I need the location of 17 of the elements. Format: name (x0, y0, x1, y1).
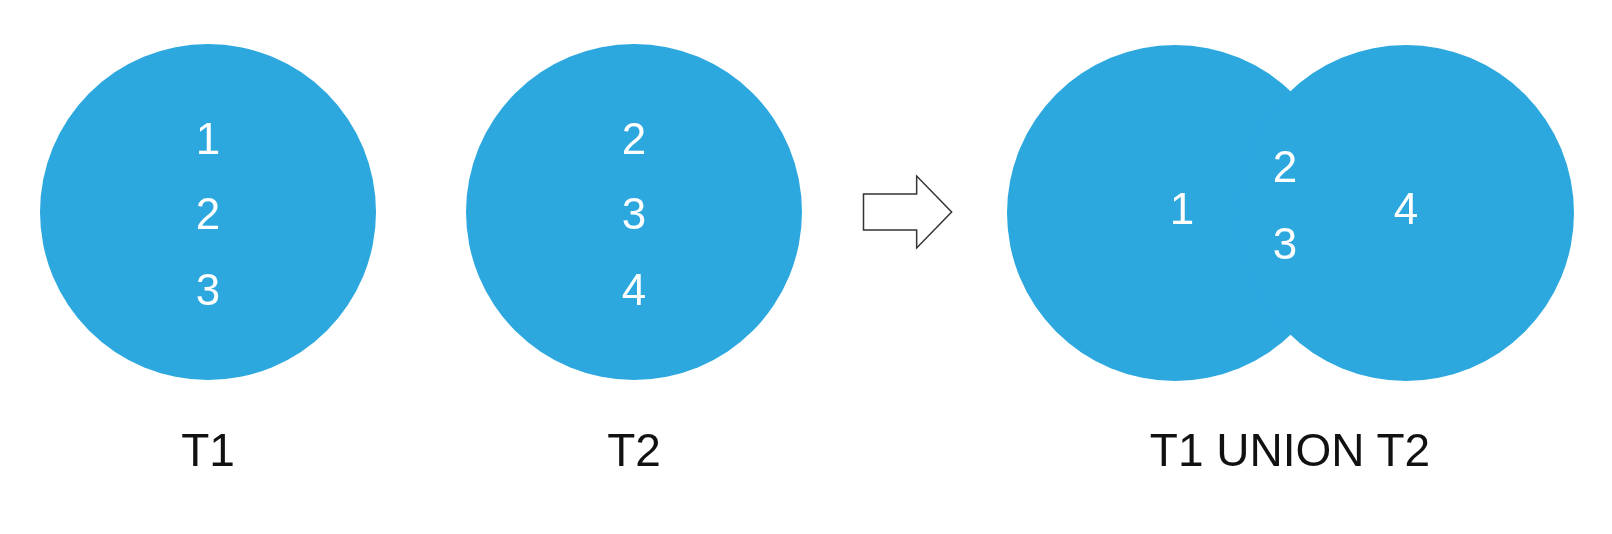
set-element-number: 1 (195, 115, 221, 163)
set-circle (40, 44, 376, 380)
set-element-number: 3 (195, 266, 221, 314)
set-element-number: 4 (1393, 185, 1419, 233)
set-label: T1 UNION T2 (1149, 425, 1431, 475)
set-element-number: 3 (1272, 220, 1298, 268)
set-element-number: 2 (1272, 143, 1298, 191)
set-circle (466, 44, 802, 380)
set-element-number: 3 (621, 190, 647, 238)
block-arrow (862, 174, 953, 250)
set-element-number: 2 (621, 115, 647, 163)
set-label: T1 (181, 425, 235, 475)
set-element-number: 2 (195, 190, 221, 238)
union-shape (1007, 45, 1574, 381)
set-label: T2 (607, 425, 661, 475)
set-element-number: 4 (621, 266, 647, 314)
set-element-number: 1 (1169, 185, 1195, 233)
